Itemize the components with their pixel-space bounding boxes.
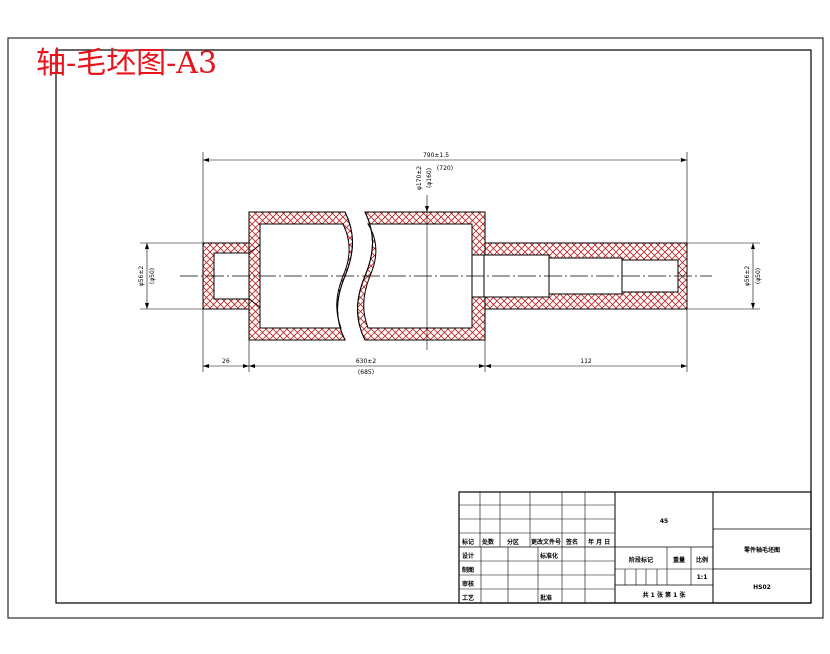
tb-approve: 批准 [540,594,552,602]
drawing-title: 轴-毛坯图-A3 [36,46,217,81]
dim-right-diameter: φ56±2 [744,266,751,287]
dimension-lines [140,152,760,372]
tb-weight: 重量 [673,556,685,564]
dim-left-diameter-ref: (φ50) [149,268,156,284]
tb-process: 工艺 [462,594,474,602]
tb-date: 年 月 日 [588,538,610,546]
dim-total-length: 790±1.5 [423,152,449,159]
tb-scale: 1:1 [697,574,708,581]
tb-design: 设计 [462,552,474,560]
tb-count: 处数 [481,538,495,546]
tb-drawing-no: HS02 [753,584,771,591]
tb-change-doc: 更改文件号 [531,538,561,546]
inner-frame [55,49,812,604]
dim-body-diameter: φ170±2 [416,166,423,190]
tb-standardize: 标准化 [539,552,558,560]
dim-total-length-ref: (720) [437,165,453,172]
dim-middle-length: 630±2 [356,358,376,365]
dim-right-end: 112 [580,358,592,365]
tb-signature: 签名 [565,538,578,546]
dim-right-diameter-ref: (φ50) [755,268,762,284]
title-block [458,491,812,604]
tb-check: 审核 [462,580,474,588]
tb-scale-label: 比例 [696,556,708,564]
tb-zone: 分区 [507,538,519,546]
tb-part-name: 零件轴毛坯图 [743,546,780,554]
dim-left-end: 26 [222,358,230,365]
dim-body-diameter-ref: (φ160) [426,168,433,188]
dim-left-diameter: φ56±2 [138,266,145,287]
tb-material: 45 [660,518,668,525]
tb-sheet-info: 共 1 张 第 1 张 [643,591,687,599]
tb-stage-mark: 阶段标记 [629,556,653,564]
dim-middle-length-ref: (685) [358,369,374,376]
tb-mark: 标记 [461,538,474,546]
tb-drafting: 制图 [462,566,474,574]
outer-border [7,37,824,619]
